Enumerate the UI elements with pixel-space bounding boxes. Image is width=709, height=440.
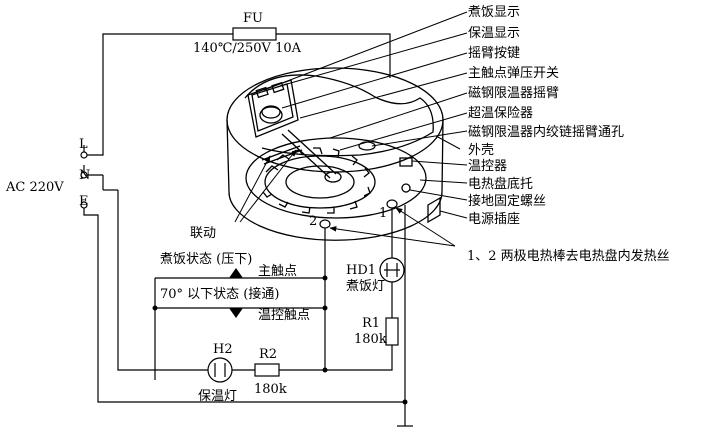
heater-terminals bbox=[319, 199, 398, 229]
terminal-l-label: L bbox=[79, 137, 88, 152]
r2-resistor bbox=[254, 363, 280, 377]
r1-value: 180k bbox=[354, 332, 387, 347]
fuse-name: FU bbox=[243, 11, 263, 26]
r2-name: R2 bbox=[259, 347, 277, 362]
callout-ground-screw: 接地固定螺丝 bbox=[468, 193, 546, 209]
callout-outer-shell: 外壳 bbox=[468, 143, 494, 158]
r2-value: 180k bbox=[254, 382, 287, 397]
terminal-2-label: 2 bbox=[309, 214, 317, 229]
below70-state-label: 70° 以下状态 (接通) bbox=[160, 286, 279, 302]
fuse-rating: 140℃/250V 10A bbox=[193, 41, 302, 56]
callout-warm-indicator: 保温显示 bbox=[468, 26, 520, 41]
callout-leaders bbox=[234, 11, 468, 247]
hd1-lamp bbox=[379, 257, 405, 283]
terminal-n-label: N bbox=[79, 168, 90, 183]
terminal-2 bbox=[319, 219, 331, 229]
heater-note: 1、2 两极电热棒去电热盘内发热丝 bbox=[467, 248, 670, 264]
main-contact-label: 主触点 bbox=[258, 264, 297, 279]
callout-heating-plate-base: 电热盘底托 bbox=[468, 176, 533, 192]
cooker-body bbox=[226, 67, 444, 241]
callout-hinge-hole: 磁钢限温器内绞链摇臂通孔 bbox=[468, 124, 624, 140]
main-contact-triangle bbox=[229, 268, 243, 278]
r1-name: R1 bbox=[362, 316, 380, 331]
hd1-name: HD1 bbox=[346, 263, 376, 278]
junction-dots bbox=[152, 275, 408, 405]
callout-magnet-limiter-arm: 磁钢限温器摇臂 bbox=[468, 86, 559, 101]
h2-name: H2 bbox=[213, 342, 233, 357]
supply-terminals bbox=[80, 151, 88, 209]
callout-cook-indicator: 煮饭显示 bbox=[468, 5, 520, 20]
cooking-state-label: 煮饭状态 (压下) bbox=[160, 252, 252, 267]
supply-voltage-label: AC 220V bbox=[5, 180, 64, 195]
thermo-contact-triangle bbox=[229, 308, 243, 318]
callout-labels: 煮饭显示 保温显示 摇臂按键 主触点弹压开关 磁钢限温器摇臂 超温保险器 磁钢限… bbox=[468, 5, 624, 227]
terminal-e bbox=[80, 201, 88, 209]
callout-thermostat: 温控器 bbox=[468, 159, 507, 174]
h2-lamp bbox=[207, 357, 233, 383]
terminal-1 bbox=[386, 199, 398, 209]
r1-resistor bbox=[385, 317, 399, 346]
fuse-symbol bbox=[232, 27, 277, 41]
terminal-1-label: 1 bbox=[379, 206, 387, 221]
linkage-label: 联动 bbox=[190, 226, 216, 241]
callout-rocker-button: 摇臂按键 bbox=[468, 46, 520, 61]
callout-power-socket: 电源插座 bbox=[468, 212, 520, 227]
hd1-label: 煮饭灯 bbox=[346, 279, 385, 294]
thermo-contact-label: 温控触点 bbox=[258, 308, 310, 323]
callout-overheat-fuse: 超温保险器 bbox=[468, 106, 533, 121]
h2-label: 保温灯 bbox=[198, 389, 237, 404]
terminal-l bbox=[80, 151, 88, 159]
callout-main-contact-spring: 主触点弹压开关 bbox=[468, 66, 559, 81]
terminal-n bbox=[80, 171, 88, 179]
wiring bbox=[83, 33, 413, 427]
terminal-e-label: E bbox=[79, 194, 89, 209]
